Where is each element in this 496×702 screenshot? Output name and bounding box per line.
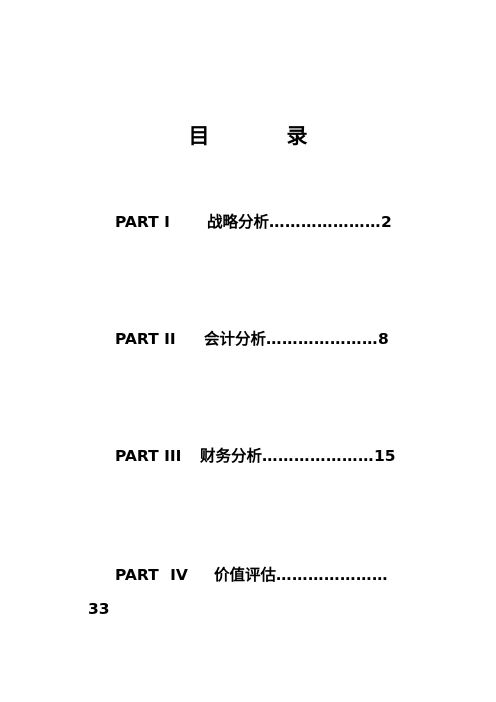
toc-entry-title: 战略分析: [207, 213, 270, 231]
toc-entry-title: 会计分析: [204, 330, 267, 348]
toc-entry-valuation[interactable]: PART IV 价值评估…………………: [115, 563, 388, 585]
toc-entry-leader-dots: …………………: [276, 566, 389, 584]
toc-title: 目 录: [188, 124, 336, 148]
toc-entry-part-label: PART II: [115, 330, 176, 348]
toc-entry-title: 财务分析: [200, 447, 263, 465]
toc-entry-page-number: 15: [374, 447, 396, 465]
toc-entry-accounting-analysis[interactable]: PART II 会计分析…………………8: [115, 327, 389, 349]
toc-entry-part-label: PART IV: [115, 566, 188, 584]
toc-entry-page-number: 2: [381, 213, 392, 231]
toc-entry-strategy-analysis[interactable]: PART I 战略分析…………………2: [115, 210, 392, 232]
toc-entry-page-number: 33: [88, 600, 110, 618]
toc-entry-leader-dots: …………………: [269, 213, 382, 231]
toc-entry-leader-dots: …………………: [266, 330, 379, 348]
toc-entry-part-label: PART III: [115, 447, 182, 465]
toc-entry-financial-analysis[interactable]: PART III 财务分析…………………15: [115, 444, 396, 466]
toc-entry-part-label: PART I: [115, 213, 170, 231]
toc-entry-page-number: 8: [378, 330, 389, 348]
toc-entry-leader-dots: …………………: [262, 447, 375, 465]
toc-entry-title: 价值评估: [214, 566, 277, 584]
